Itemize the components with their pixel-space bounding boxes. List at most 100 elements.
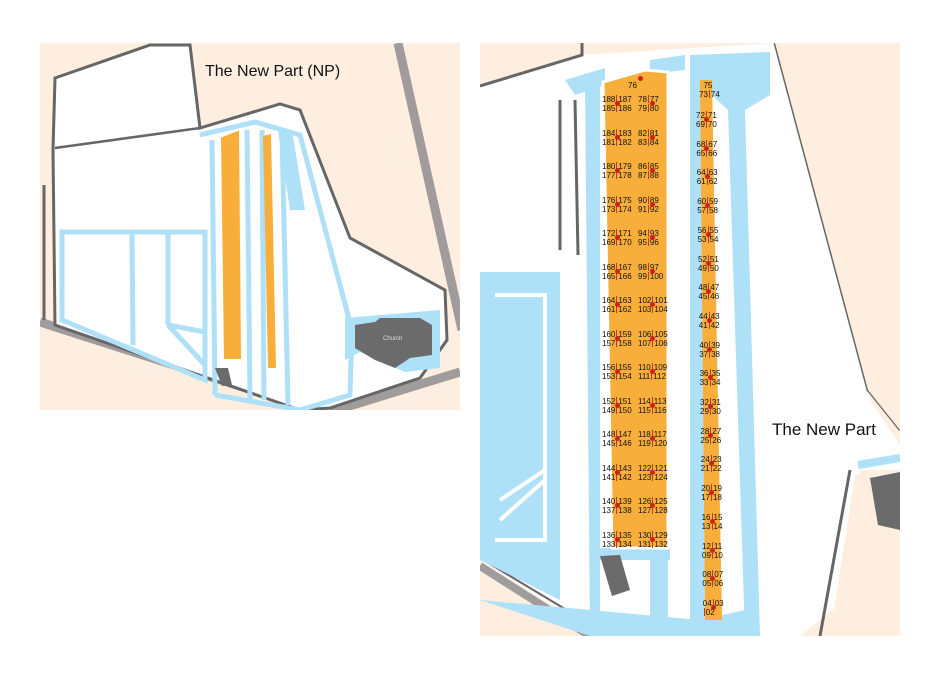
plot-number[interactable]: 04 — [702, 598, 712, 608]
plot-number[interactable]: 62 — [708, 177, 718, 187]
plot-number[interactable]: 186 — [618, 104, 632, 113]
plot-number[interactable]: 124 — [654, 472, 668, 482]
plot-number[interactable]: 20 — [701, 484, 711, 494]
plot-number[interactable]: 26 — [712, 435, 722, 445]
plot-number[interactable]: 168 — [602, 262, 616, 272]
plot-number[interactable]: 23 — [712, 455, 722, 465]
plot-number[interactable]: 115 — [638, 405, 651, 415]
plot-number[interactable]: 179 — [618, 162, 632, 171]
plot-number[interactable]: 34 — [711, 378, 721, 388]
plot-number[interactable]: 122 — [638, 463, 652, 473]
plot-number[interactable]: 162 — [618, 305, 632, 314]
plot-number[interactable]: 21 — [700, 464, 710, 474]
plot-number[interactable]: 119 — [638, 439, 651, 448]
plot-number[interactable]: 154 — [618, 372, 632, 381]
plot-number[interactable]: 176 — [602, 195, 616, 205]
plot-number[interactable]: 169 — [602, 238, 616, 247]
plot-number[interactable]: 41 — [698, 320, 708, 330]
plot-number[interactable]: 56 — [697, 225, 707, 235]
plot-number[interactable]: 113 — [653, 396, 667, 406]
plot-number[interactable]: 177 — [602, 171, 616, 180]
plot-number[interactable]: 70 — [707, 120, 717, 129]
plot-number[interactable]: 118 — [638, 430, 651, 439]
plot-number[interactable]: 89 — [649, 195, 659, 205]
plot-number[interactable]: 129 — [654, 530, 668, 540]
plot-number[interactable]: 96 — [649, 238, 659, 247]
plot-number[interactable]: 106 — [638, 329, 652, 339]
plot-number[interactable]: 28 — [700, 426, 710, 436]
plot-number[interactable]: 15 — [713, 512, 723, 522]
plot-number[interactable]: 131 — [638, 539, 652, 549]
plot-number[interactable]: 167 — [618, 262, 632, 272]
plot-number[interactable]: 182 — [618, 137, 632, 147]
plot-number[interactable]: 104 — [654, 305, 668, 314]
plot-number[interactable]: 90 — [638, 195, 647, 205]
plot-number[interactable]: 163 — [618, 296, 632, 305]
plot-number[interactable]: 44 — [698, 311, 708, 321]
plot-number[interactable]: 157 — [602, 338, 616, 348]
plot-number[interactable]: 59 — [709, 197, 718, 207]
plot-number[interactable]: 82 — [638, 128, 647, 138]
plot-number[interactable]: 09 — [702, 550, 711, 560]
plot-number[interactable]: 38 — [711, 349, 720, 359]
plot-number[interactable]: 123 — [638, 472, 652, 482]
plot-number[interactable]: 175 — [618, 195, 632, 205]
plot-number[interactable]: 39 — [711, 340, 720, 350]
plot-number[interactable]: 76 — [628, 81, 637, 90]
plot-number[interactable]: 126 — [638, 497, 652, 506]
plot-number[interactable]: 98 — [638, 262, 647, 272]
plot-number[interactable]: 30 — [711, 407, 721, 416]
plot-number[interactable]: 18 — [713, 493, 722, 503]
plot-number[interactable]: 130 — [638, 530, 652, 540]
plot-strip-wide[interactable] — [601, 68, 670, 550]
plot-number[interactable]: 105 — [654, 329, 668, 339]
plot-number[interactable]: 25 — [700, 435, 710, 445]
plot-number[interactable]: 29 — [700, 407, 709, 416]
plot-number[interactable]: 10 — [713, 550, 723, 560]
plot-number[interactable]: 80 — [649, 104, 659, 113]
plot-number[interactable]: 33 — [699, 378, 709, 388]
plot-number[interactable]: 69 — [696, 120, 705, 129]
plot-number[interactable]: 60 — [697, 197, 707, 207]
plot-number[interactable]: 19 — [713, 484, 722, 494]
plot-number[interactable]: 101 — [654, 296, 668, 305]
plot-number[interactable]: 24 — [700, 455, 710, 465]
plot-number[interactable]: 92 — [649, 204, 659, 214]
plot-number[interactable]: 145 — [602, 439, 616, 448]
plot-number[interactable]: 180 — [602, 162, 616, 171]
plot-number[interactable]: 134 — [618, 539, 632, 549]
plot-number[interactable]: 183 — [618, 128, 632, 138]
plot-number[interactable]: 109 — [653, 363, 668, 372]
plot-number[interactable]: 66 — [708, 148, 718, 158]
plot-number[interactable]: 153 — [602, 372, 616, 381]
plot-number[interactable]: 125 — [654, 497, 668, 506]
plot-number[interactable]: 138 — [618, 506, 632, 515]
plot-number[interactable]: 07 — [714, 570, 724, 580]
plot-number[interactable]: 178 — [618, 171, 632, 180]
plot-strip-wide[interactable] — [218, 127, 244, 361]
plot-number[interactable]: 03 — [714, 598, 724, 608]
plot-number[interactable]: 73 — [699, 90, 708, 99]
